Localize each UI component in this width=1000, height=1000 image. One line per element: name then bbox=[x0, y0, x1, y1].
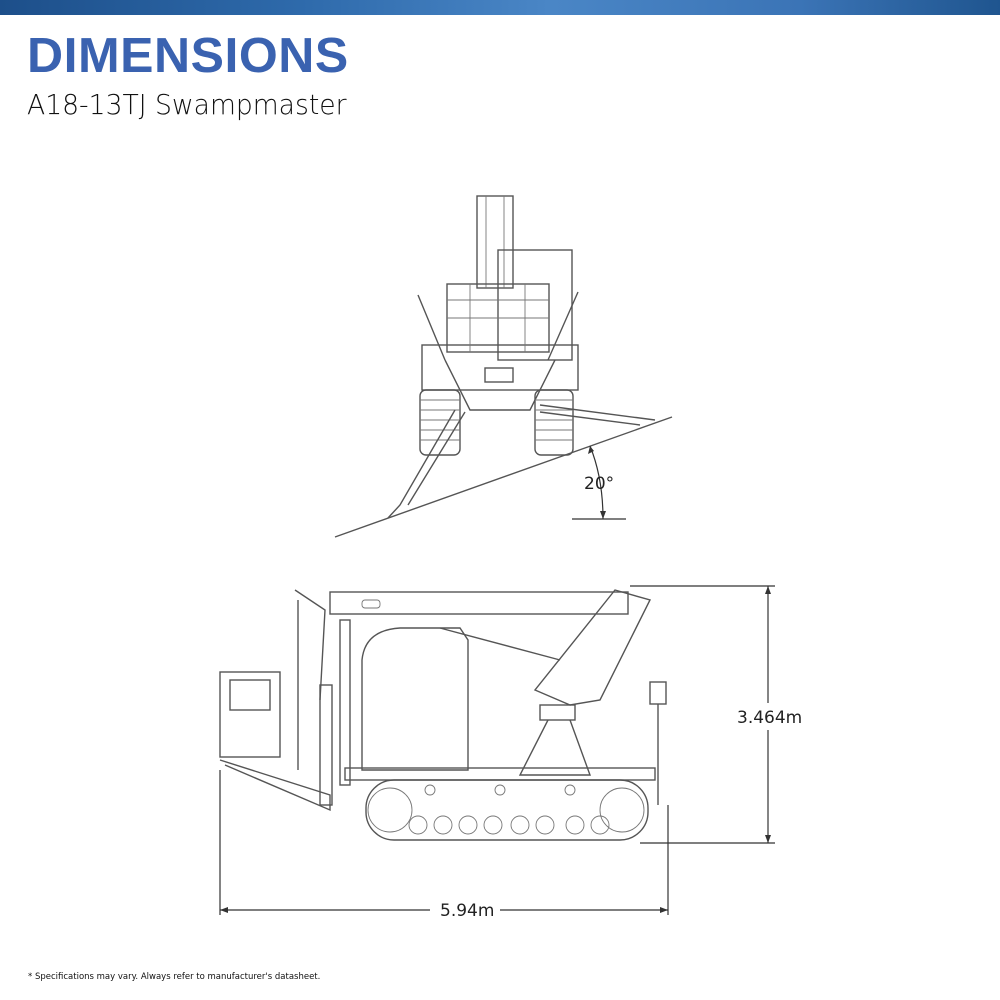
header-bar bbox=[0, 0, 1000, 15]
length-dimension-label: 5.94m bbox=[440, 901, 494, 921]
slope-angle-label: 20° bbox=[584, 474, 614, 494]
disclaimer: * Specifications may vary. Always refer … bbox=[28, 972, 321, 982]
side-view-drawing bbox=[219, 585, 775, 915]
height-dimension-label: 3.464m bbox=[737, 708, 802, 728]
model-name: A18-13TJ Swampmaster bbox=[27, 88, 347, 121]
page-title: DIMENSIONS bbox=[27, 29, 349, 83]
front-view-drawing bbox=[334, 195, 673, 538]
